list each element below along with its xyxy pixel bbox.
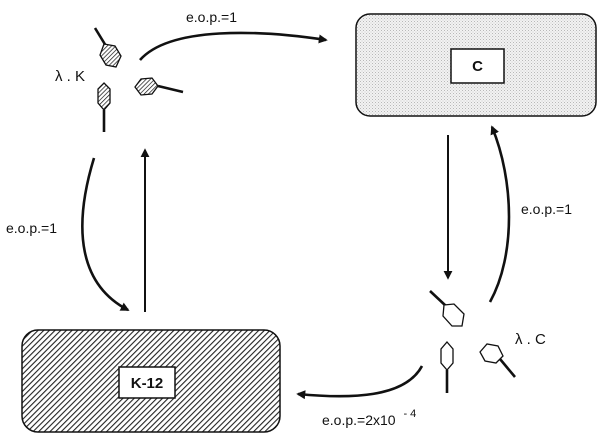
phage-lambda-c-label: λ . C — [515, 331, 546, 348]
arrow-lambda-c-to-c — [488, 125, 511, 303]
phage-icon — [479, 343, 516, 378]
host-k12: K-12 — [21, 329, 281, 433]
arrow-lambda-k-to-k12 — [81, 157, 130, 312]
phage-icon — [93, 27, 122, 68]
eop-label-exponent: - 4 — [403, 408, 416, 420]
eop-label-base: e.o.p.=2x10 — [322, 412, 396, 428]
phage-group-lambda-c: λ . C — [429, 290, 546, 393]
phage-group-lambda-k: λ . K — [55, 27, 184, 132]
eop-label-lambda-k-to-k12: e.o.p.=1 — [6, 220, 57, 236]
host-k12-label: K-12 — [131, 375, 164, 392]
phage-icon — [440, 341, 454, 393]
host-k12-label-box — [118, 366, 176, 399]
eop-label-lambda-k-to-c: e.o.p.=1 — [186, 9, 237, 25]
arrow-lambda-k-to-c — [139, 31, 328, 61]
phage-icon — [134, 77, 184, 96]
phage-icon — [429, 290, 465, 327]
eop-label-lambda-c-to-k12: e.o.p.=2x10 - 4 — [322, 408, 416, 428]
host-c: C — [355, 13, 597, 117]
phage-lambda-k-label: λ . K — [55, 68, 85, 85]
host-c-label: C — [472, 58, 483, 75]
eop-label-lambda-c-to-c: e.o.p.=1 — [521, 201, 572, 217]
phage-icon — [97, 82, 111, 132]
host-c-label-box — [450, 48, 505, 84]
arrow-lambda-c-to-k12 — [296, 365, 424, 400]
